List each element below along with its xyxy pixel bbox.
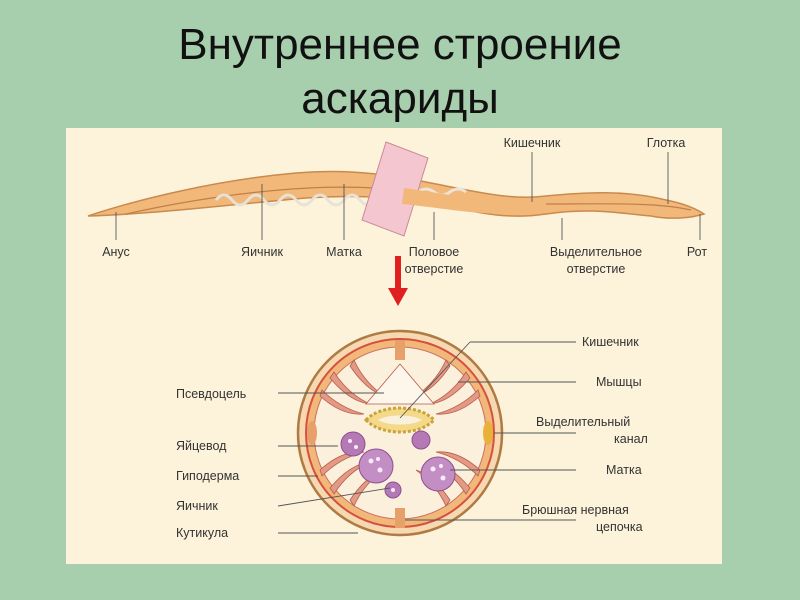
label-pseudocoel: Псевдоцель: [176, 387, 246, 401]
label-anus: Анус: [102, 245, 130, 259]
label-pharynx: Глотка: [647, 136, 686, 150]
down-arrow: [388, 256, 408, 306]
label-oviduct: Яйцевод: [176, 439, 227, 453]
egg-dots: [348, 439, 446, 492]
intestine-lumen: [378, 415, 422, 425]
worm-ovary-coil: [214, 193, 378, 207]
longitudinal-leaders: [115, 152, 701, 240]
label-excretory-opening-2: отверстие: [567, 262, 626, 276]
ventral-nerve-cord: [395, 508, 405, 528]
label-excretory-canal-2: канал: [614, 432, 648, 446]
label-genital-opening-2: отверстие: [405, 262, 464, 276]
label-uterus-cross: Матка: [606, 463, 642, 477]
label-excretory-opening-1: Выделительное: [550, 245, 642, 259]
label-excretory-canal-1: Выделительный: [536, 415, 630, 429]
label-nerve-cord-1: Брюшная нервная: [522, 503, 629, 517]
label-nerve-cord-2: цепочка: [596, 520, 643, 534]
excretory-canal-shape: [483, 421, 493, 445]
title-line-1: Внутреннее строение: [178, 20, 622, 69]
label-ovary-long: Яичник: [241, 245, 283, 259]
cut-plane: [361, 141, 429, 237]
worm-longitudinal: Анус Яичник Матка Половое отверстие Выде…: [87, 136, 707, 276]
cross-section: Псевдоцель Яйцевод Гиподерма Яичник Кути…: [176, 329, 648, 540]
pseudocoel-wedge: [365, 363, 435, 405]
label-ovary-cross: Яичник: [176, 499, 218, 513]
worm-body-front-over: [402, 188, 546, 214]
label-uterus-long: Матка: [326, 245, 362, 259]
dorsal-line: [395, 340, 405, 360]
diagram-svg: Анус Яичник Матка Половое отверстие Выде…: [87, 136, 707, 540]
label-intestine-long: Кишечник: [504, 136, 561, 150]
label-muscles: Мышцы: [596, 375, 642, 389]
lateral-line-left: [307, 421, 317, 445]
label-hypodermis: Гиподерма: [176, 469, 239, 483]
cross-leaders: [277, 341, 576, 534]
egg-clusters: [340, 430, 456, 499]
label-mouth: Рот: [687, 245, 707, 259]
label-intestine-cross: Кишечник: [582, 335, 639, 349]
slide-title: Внутреннее строение аскариды: [0, 18, 800, 126]
label-genital-opening-1: Половое: [409, 245, 459, 259]
title-line-2: аскариды: [301, 74, 499, 123]
label-cuticle: Кутикула: [176, 526, 228, 540]
ascaris-diagram: Анус Яичник Матка Половое отверстие Выде…: [66, 128, 722, 564]
